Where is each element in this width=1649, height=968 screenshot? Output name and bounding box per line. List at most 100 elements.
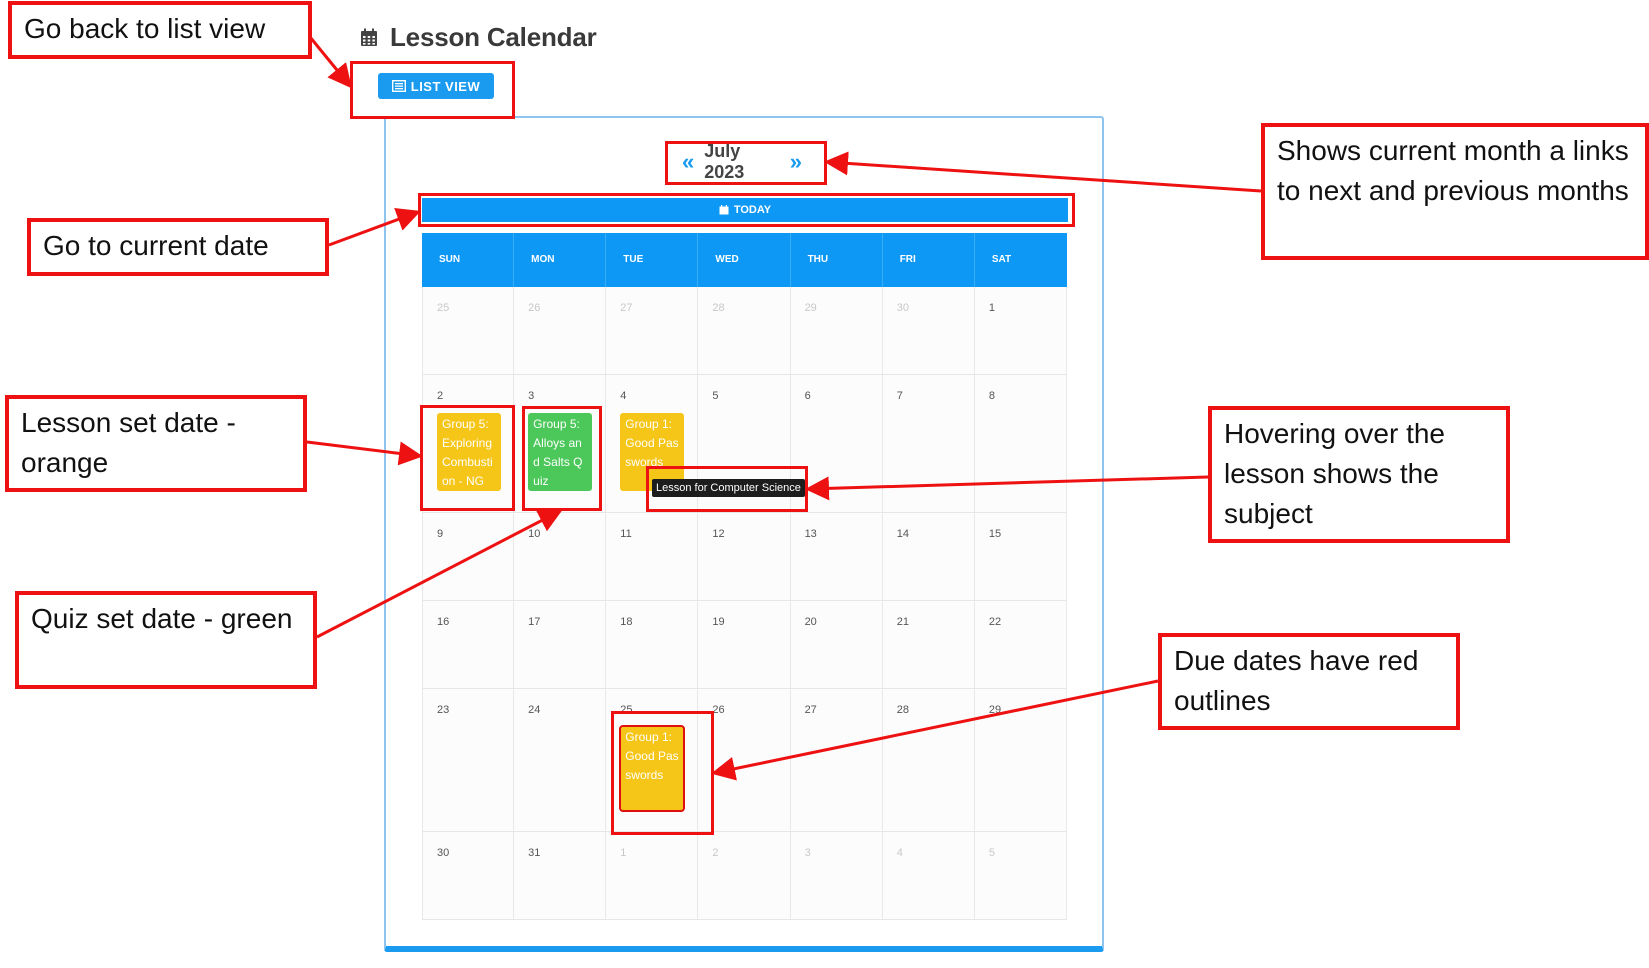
day-cell[interactable]: 3 <box>790 832 883 919</box>
day-cell[interactable]: 28 <box>882 689 975 831</box>
weekday-header-tue: TUE <box>606 233 699 287</box>
day-number: 21 <box>896 616 909 628</box>
day-cell[interactable]: 1 <box>606 832 699 919</box>
arrow-quiz <box>316 509 563 639</box>
weekday-header-sun: SUN <box>422 233 515 287</box>
arrow-lesson <box>306 440 423 466</box>
day-number: 5 <box>712 390 719 402</box>
day-cell[interactable]: 31 <box>514 832 607 919</box>
day-number: 26 <box>712 704 725 716</box>
month-label: July 2023 <box>704 141 745 182</box>
callout-month: Shows current month a links to next and … <box>1261 123 1649 260</box>
day-cell[interactable]: 23 <box>422 689 515 831</box>
day-number: 15 <box>988 528 1002 540</box>
day-cell[interactable]: 16 <box>422 601 515 688</box>
quiz-event[interactable]: Group 5: Alloys and Salts Quiz <box>528 413 593 491</box>
day-number: 23 <box>437 704 450 716</box>
day-cell[interactable]: 27 <box>606 287 699 374</box>
day-cell[interactable]: 21 <box>882 601 975 688</box>
day-cell[interactable]: 20 <box>790 601 883 688</box>
day-cell[interactable]: 8 <box>974 375 1067 512</box>
arrow-today <box>328 208 421 247</box>
day-cell[interactable]: 13 <box>790 513 883 600</box>
day-number: 25 <box>437 302 450 314</box>
day-cell[interactable]: 7 <box>882 375 975 512</box>
weekday-header-wed: WED <box>698 233 791 287</box>
day-number: 30 <box>896 302 909 314</box>
day-number: 4 <box>896 847 903 859</box>
day-cell[interactable]: 14 <box>882 513 975 600</box>
day-number: 1 <box>988 302 995 314</box>
day-cell[interactable]: 5 <box>974 832 1067 919</box>
day-number: 8 <box>988 390 995 402</box>
callout-today: Go to current date <box>27 218 329 276</box>
callout-list-view: Go back to list view <box>8 1 312 59</box>
day-number: 16 <box>437 616 450 628</box>
day-cell[interactable]: 17 <box>514 601 607 688</box>
event-tooltip: Lesson for Computer Science <box>652 479 805 497</box>
day-number: 17 <box>528 616 541 628</box>
day-number: 4 <box>620 390 627 402</box>
quiz-event-highlight <box>522 406 602 511</box>
list-view-label: LIST VIEW <box>410 78 481 94</box>
arrow-month <box>824 151 1262 193</box>
calendar-icon <box>361 28 377 46</box>
callout-lesson: Lesson set date - orange <box>5 395 307 492</box>
day-cell[interactable]: 22 <box>974 601 1067 688</box>
day-cell[interactable]: 2 <box>698 832 791 919</box>
day-cell[interactable]: 29 <box>974 689 1067 831</box>
day-cell[interactable]: 28 <box>698 287 791 374</box>
day-cell[interactable]: 29 <box>790 287 883 374</box>
list-view-highlight <box>350 61 515 119</box>
day-cell[interactable]: 27 <box>790 689 883 831</box>
day-number: 12 <box>712 528 725 540</box>
due-lesson-event[interactable]: Group 1: Good Passwords <box>619 725 686 812</box>
week-row: 30 31 1 2 3 4 5 <box>422 832 1067 920</box>
lesson-event[interactable]: Group 5: Exploring Combustion - NG <box>437 413 501 491</box>
day-cell[interactable]: 1 <box>974 287 1067 374</box>
day-cell[interactable]: 30 <box>882 287 975 374</box>
day-number: 3 <box>528 390 535 402</box>
page-title: Lesson Calendar <box>390 21 597 52</box>
day-number: 22 <box>988 616 1002 628</box>
list-view-button[interactable]: LIST VIEW <box>378 73 494 99</box>
day-cell[interactable]: 12 <box>698 513 791 600</box>
lesson-event[interactable]: Group 1: Good Passwords <box>620 413 685 491</box>
day-cell[interactable]: 24 <box>514 689 607 831</box>
month-navigator: « July 2023 » <box>682 141 802 182</box>
day-number: 2 <box>712 847 719 859</box>
list-icon <box>391 80 406 92</box>
day-cell[interactable]: 4 <box>882 832 975 919</box>
previous-month-icon[interactable]: « <box>682 149 695 174</box>
day-number: 11 <box>620 528 632 540</box>
day-cell[interactable]: 9 <box>422 513 515 600</box>
today-button[interactable]: TODAY <box>422 198 1068 222</box>
day-number: 1 <box>620 847 627 859</box>
next-month-icon[interactable]: » <box>789 149 802 174</box>
weekday-header-sat: SAT <box>991 254 1012 265</box>
weekday-header-thu: THU <box>791 233 883 287</box>
calendar-icon <box>719 205 729 215</box>
day-cell[interactable]: 19 <box>698 601 791 688</box>
day-number: 6 <box>804 390 811 402</box>
day-cell[interactable]: 11 <box>606 513 699 600</box>
weekday-header-mon: MON <box>514 233 607 287</box>
day-number: 2 <box>437 390 444 402</box>
page-header: Lesson Calendar <box>360 20 597 54</box>
day-cell[interactable]: 26 <box>514 287 607 374</box>
day-cell[interactable]: 30 <box>422 832 515 919</box>
day-number: 7 <box>896 390 903 402</box>
day-number: 31 <box>528 847 541 859</box>
day-number: 28 <box>896 704 909 716</box>
day-cell[interactable]: 18 <box>606 601 699 688</box>
day-number: 27 <box>620 302 633 314</box>
day-number: 20 <box>804 616 817 628</box>
day-number: 9 <box>437 528 444 540</box>
day-cell[interactable]: 15 <box>974 513 1067 600</box>
day-cell[interactable]: 25 <box>422 287 515 374</box>
day-number: 24 <box>528 704 541 716</box>
